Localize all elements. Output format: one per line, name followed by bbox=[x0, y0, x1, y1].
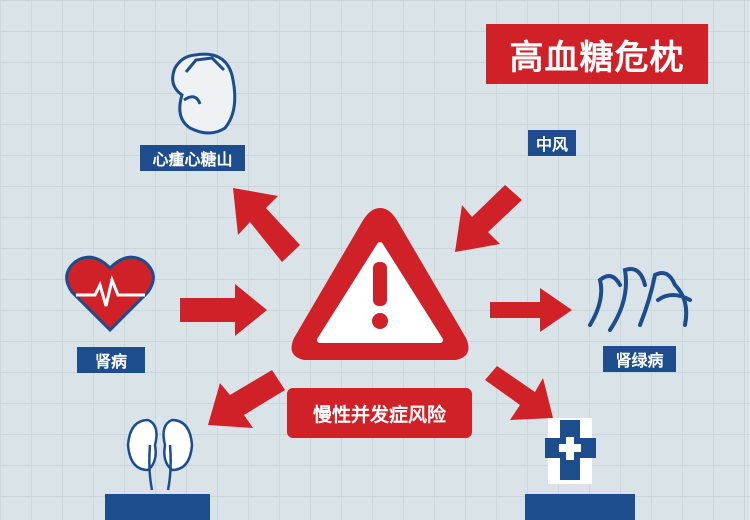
label-kidney-disease: 肾病 bbox=[77, 347, 145, 373]
label-mid-right: 肾绿病 bbox=[603, 346, 676, 372]
page-title: 高血糖危枕 bbox=[486, 24, 708, 84]
arrow-icon bbox=[485, 366, 553, 420]
label-bottom-right bbox=[525, 494, 635, 520]
arrow-icon bbox=[455, 185, 522, 252]
arrow-icon bbox=[180, 284, 267, 336]
medical-cross-icon bbox=[545, 418, 596, 484]
blood-vessels-icon bbox=[588, 267, 692, 332]
warning-triangle-icon bbox=[291, 208, 469, 360]
heart-icon bbox=[65, 255, 155, 333]
label-top-left: 心瘇心糖山 bbox=[140, 145, 245, 171]
arrow-icon bbox=[208, 370, 285, 428]
kidneys-icon bbox=[126, 418, 194, 491]
arrow-icon bbox=[490, 288, 572, 332]
center-label: 慢性并发症风险 bbox=[287, 388, 472, 438]
label-bottom-left bbox=[105, 494, 210, 520]
arrow-icon bbox=[233, 188, 300, 262]
kidney-icon bbox=[171, 52, 237, 135]
diagram-graphics bbox=[65, 52, 692, 491]
label-stroke: 中风 bbox=[528, 130, 576, 156]
